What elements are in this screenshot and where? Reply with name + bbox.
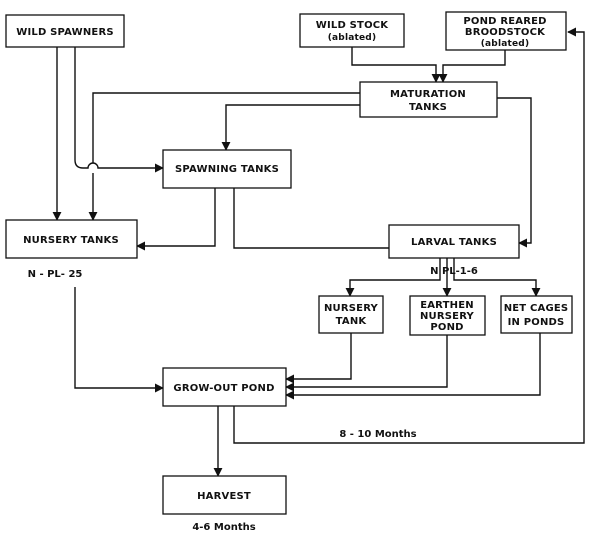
note-larval-stage: N PL-1-6 bbox=[430, 266, 478, 277]
label-wild-stock: WILD STOCK bbox=[316, 20, 390, 31]
label-wild-stock-ablated: (ablated) bbox=[328, 33, 377, 43]
box-pond-reared-broodstock: POND REARED BROODSTOCK (ablated) bbox=[445, 11, 567, 51]
label-maturation: MATURATION bbox=[390, 89, 466, 100]
arrow-spawning-to-larval bbox=[233, 188, 389, 249]
box-harvest: HARVEST bbox=[162, 475, 287, 515]
box-spawning-tanks: SPAWNING TANKS bbox=[162, 149, 292, 189]
label-broodstock-ablated: (ablated) bbox=[481, 39, 530, 49]
box-earthen-nursery-pond: EARTHEN NURSERY POND bbox=[409, 295, 486, 336]
label-maturation-tanks: TANKS bbox=[409, 102, 447, 113]
arrow-spawning-to-nursery-tanks bbox=[136, 188, 216, 251]
label-earthen-nursery: NURSERY bbox=[420, 311, 475, 322]
label-broodstock: BROODSTOCK bbox=[465, 27, 546, 38]
label-harvest: HARVEST bbox=[197, 491, 251, 502]
box-grow-out-pond: GROW-OUT POND bbox=[162, 367, 287, 407]
arrow-maturation-to-nursery-tanks bbox=[93, 92, 360, 220]
label-pond-reared: POND REARED bbox=[463, 16, 546, 27]
box-net-cages: NET CAGES IN PONDS bbox=[500, 295, 573, 334]
arrow-maturation-to-larval bbox=[497, 97, 532, 248]
box-maturation-tanks: MATURATION TANKS bbox=[359, 81, 498, 118]
label-larval-tanks: LARVAL TANKS bbox=[411, 237, 497, 248]
arrow-earthen-to-growout bbox=[285, 335, 448, 392]
arrow-nursery-tanks-to-growout bbox=[74, 287, 164, 393]
note-growout-duration: 8 - 10 Months bbox=[339, 429, 416, 440]
box-nursery-tanks: NURSERY TANKS bbox=[5, 219, 138, 259]
arrow-broodstock-to-maturation bbox=[438, 50, 506, 83]
arrow-wild-spawners-to-spawning-tanks bbox=[74, 47, 164, 173]
label-wild-spawners: WILD SPAWNERS bbox=[16, 27, 114, 38]
box-larval-tanks: LARVAL TANKS bbox=[388, 224, 520, 259]
arrow-wild-stock-to-maturation bbox=[351, 47, 441, 83]
label-grow-out-pond: GROW-OUT POND bbox=[173, 383, 274, 394]
label-earthen-pond: POND bbox=[430, 322, 463, 333]
label-nursery: NURSERY bbox=[324, 303, 379, 314]
arrow-net-cages-to-growout bbox=[285, 333, 541, 400]
label-spawning-tanks: SPAWNING TANKS bbox=[175, 164, 279, 175]
arrow-larval-to-nursery-tank bbox=[345, 258, 441, 297]
label-net-cages: NET CAGES bbox=[504, 303, 569, 314]
box-wild-stock: WILD STOCK (ablated) bbox=[299, 13, 405, 48]
arrow-larval-to-net-cages bbox=[453, 258, 541, 297]
arrow-growout-to-broodstock bbox=[233, 27, 585, 444]
arrow-nursery-tank-to-growout bbox=[285, 333, 352, 384]
note-nursery-stage: N - PL- 25 bbox=[28, 269, 83, 280]
arrow-maturation-to-spawning bbox=[221, 104, 360, 151]
label-earthen: EARTHEN bbox=[420, 300, 474, 311]
label-nursery-tanks: NURSERY TANKS bbox=[23, 235, 119, 246]
label-nursery-tank: TANK bbox=[336, 316, 368, 327]
note-harvest-duration: 4-6 Months bbox=[192, 522, 255, 533]
box-nursery-tank: NURSERY TANK bbox=[318, 295, 384, 334]
box-wild-spawners: WILD SPAWNERS bbox=[5, 14, 125, 48]
label-in-ponds: IN PONDS bbox=[508, 317, 565, 328]
